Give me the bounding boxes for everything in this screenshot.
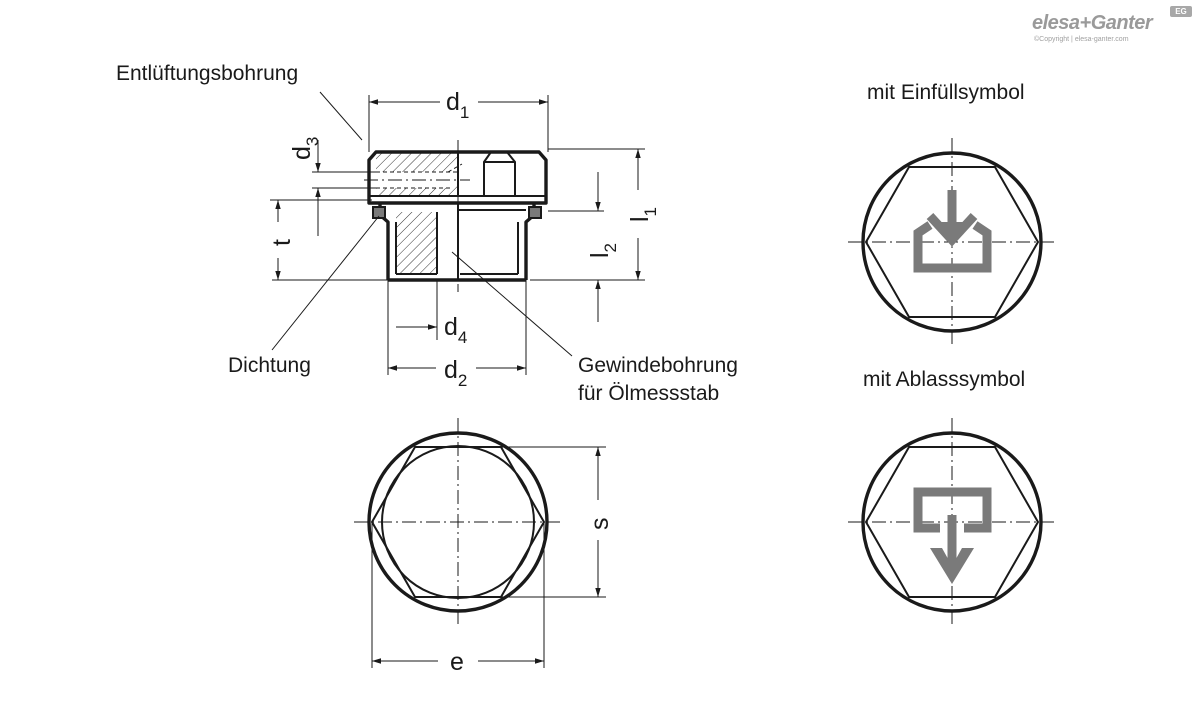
brand-copyright: ©Copyright | elesa-ganter.com [1034, 36, 1129, 43]
dim-d4: d4 [444, 313, 467, 347]
dim-s: s [586, 518, 614, 531]
dim-l1: l1 [626, 207, 660, 222]
dim-e: e [450, 648, 464, 676]
section-view [270, 91, 645, 375]
fill-symbol-icon [913, 190, 992, 273]
dim-d1: d1 [446, 88, 469, 122]
dim-t: t [268, 239, 296, 246]
brand-badge: EG [1170, 6, 1192, 17]
drain-symbol-view [848, 418, 1056, 626]
vent-hole-label: Entlüftungsbohrung [116, 62, 298, 85]
drain-symbol-title: mit Ablasssymbol [863, 368, 1025, 391]
fill-symbol-title: mit Einfüllsymbol [867, 81, 1025, 104]
dim-l2: l2 [586, 243, 620, 258]
seal-label: Dichtung [228, 354, 311, 377]
fill-symbol-view [848, 138, 1056, 346]
drain-symbol-icon [913, 487, 992, 584]
threaded-hole-label-line1: Gewindebohrung [578, 354, 738, 377]
hex-front-view [354, 418, 606, 668]
threaded-hole-label-line2: für Ölmessstab [578, 382, 719, 405]
brand-logo: elesa+Ganter EG ©Copyright | elesa-gante… [1032, 6, 1197, 48]
dim-d3: d3 [288, 137, 322, 160]
brand-name: elesa+Ganter [1032, 12, 1153, 34]
dim-d2: d2 [444, 356, 467, 390]
